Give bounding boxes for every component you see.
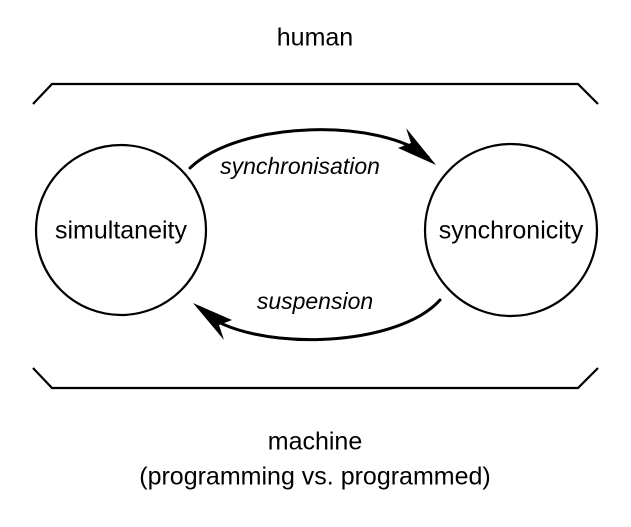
- top-bracket: [32, 82, 599, 105]
- bottom-label-machine-detail: (programming vs. programmed): [139, 463, 491, 491]
- top-label-human: human: [277, 24, 353, 52]
- node-label-simultaneity: simultaneity: [55, 217, 187, 245]
- edge-label-suspension: suspension: [257, 288, 373, 314]
- edge-arc-synchronisation: [188, 128, 430, 170]
- node-circle-simultaneity[interactable]: [34, 143, 208, 317]
- bottom-label-machine: machine: [268, 428, 363, 456]
- node-circle-synchronicity[interactable]: [423, 142, 599, 318]
- node-label-synchronicity: synchronicity: [439, 217, 584, 245]
- bottom-bracket: [32, 367, 599, 390]
- arrowhead-synchronisation: [398, 128, 436, 165]
- arrowhead-suspension: [193, 303, 232, 340]
- edge-label-synchronisation: synchronisation: [220, 153, 380, 179]
- edge-arc-suspension: [201, 298, 442, 342]
